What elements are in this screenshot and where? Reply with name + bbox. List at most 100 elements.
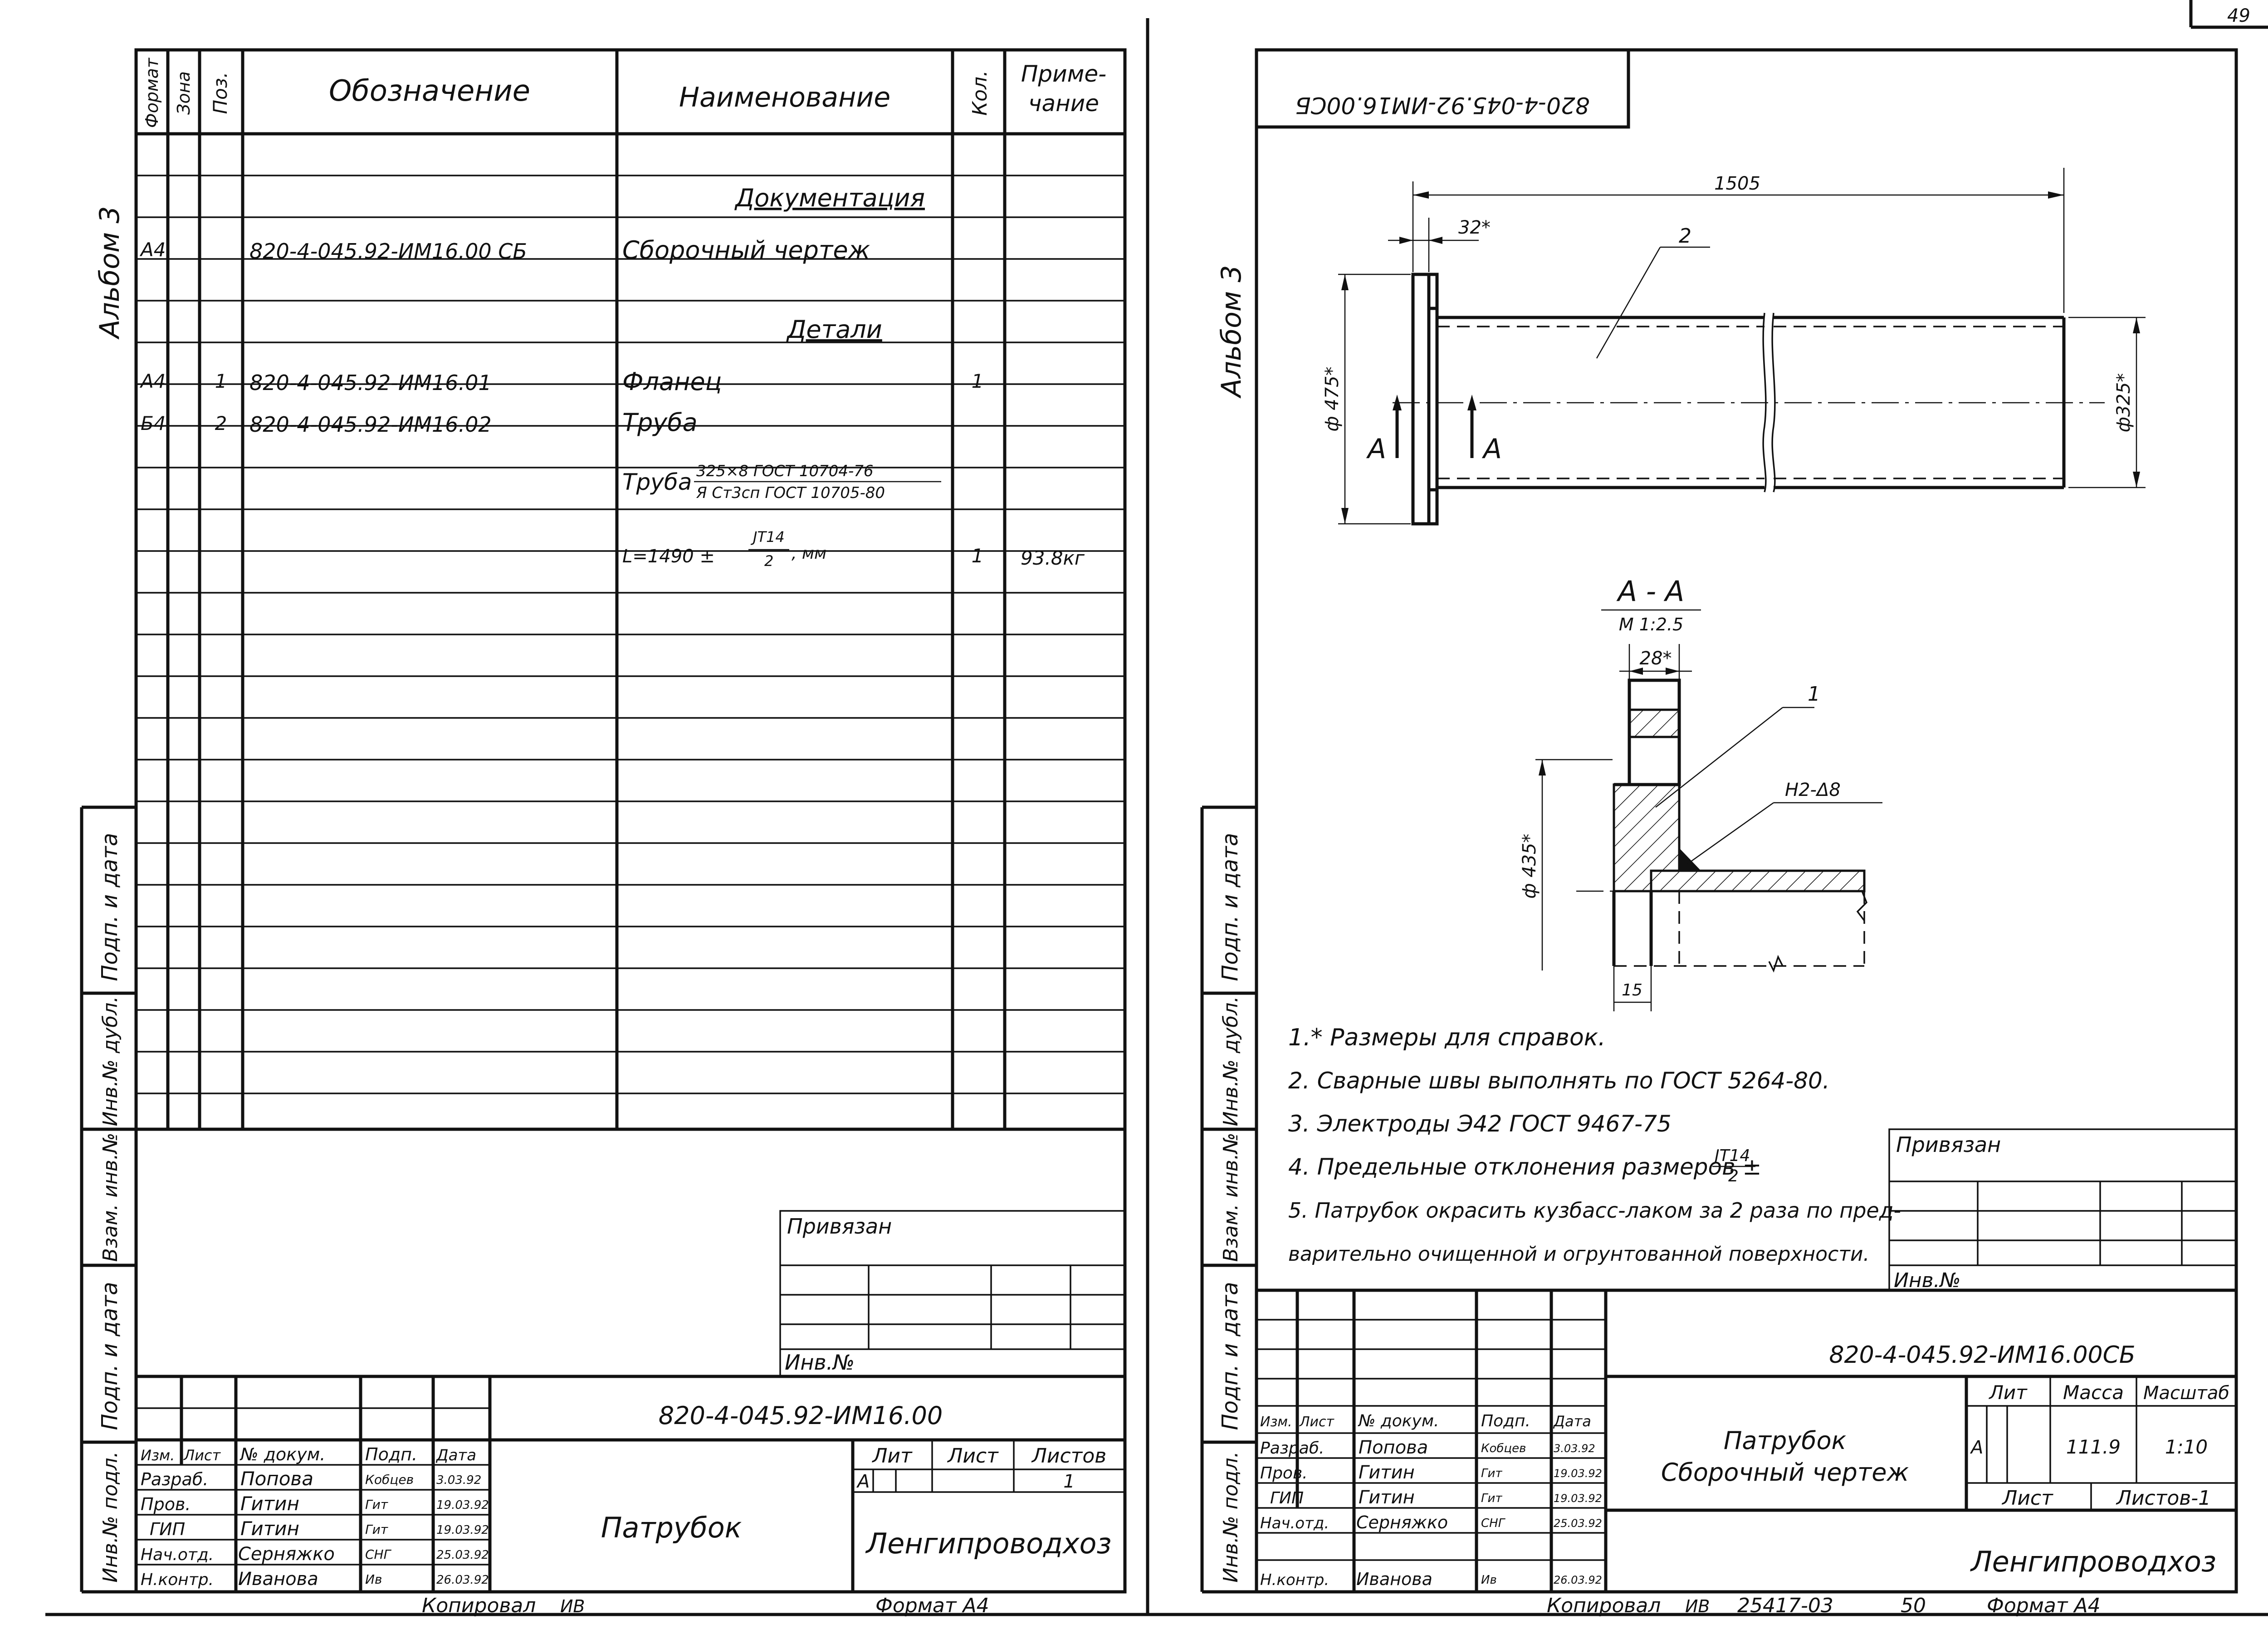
hdr-qty: Кол. <box>968 70 992 116</box>
hdr-designation: Обозначение <box>329 74 530 108</box>
right-tb-role-4: Нач.отд. <box>1260 1514 1329 1532</box>
right-tb-role-1: Разраб. <box>1260 1439 1324 1458</box>
dim-dia-flange: ф 475* <box>1322 366 1343 431</box>
length-spec-note: 93.8кг <box>1021 547 1085 569</box>
left-tb-role-5: Н.контр. <box>141 1571 214 1589</box>
note-2: 2. Сварные швы выполнять по ГОСТ 5264-80… <box>1288 1068 1830 1094</box>
length-spec-unit: , мм <box>792 544 826 563</box>
right-tb-code: 820-4-045.92-ИМ16.00СБ <box>1829 1341 2135 1369</box>
length-spec-num: JT14 <box>750 528 785 546</box>
right-copied-code: 25417-03 <box>1737 1594 1833 1617</box>
section-mark-left: А <box>1366 433 1386 465</box>
note-5-cont: варительно очищенной и огрунтованной пов… <box>1288 1243 1870 1266</box>
main-view-dimensions <box>1338 168 2146 525</box>
row2-name: Фланец <box>622 367 722 396</box>
right-tb-name-3: Гитин <box>1359 1487 1415 1508</box>
row1-format: А4 <box>139 239 166 261</box>
row2-format: А4 <box>139 370 166 392</box>
right-tb-role-5: Н.контр. <box>1260 1571 1329 1589</box>
right-tb-role-3: ГИП <box>1270 1489 1304 1507</box>
right-album-label: Альбом 3 <box>1216 265 1247 399</box>
left-tb-role-1: Разраб. <box>141 1469 208 1489</box>
right-tb-sign-2: Гит <box>1481 1467 1502 1480</box>
row1-name: Сборочный чертеж <box>622 236 870 264</box>
hdr-note-2: чание <box>1028 90 1099 117</box>
row3-format: Б4 <box>141 412 166 434</box>
right-tb-mass-value: 111.9 <box>2066 1436 2121 1458</box>
right-stamp-vzam: Взам. инв.№ <box>1219 1133 1242 1262</box>
dim-dia-435: ф 435* <box>1519 834 1540 898</box>
pos-2-label: 2 <box>1679 224 1691 248</box>
left-tb-sign-1: Кобцев <box>365 1472 414 1487</box>
row1-designation: 820-4-045.92-ИМ16.00 СБ <box>249 239 527 263</box>
right-tb-head-date: Дата <box>1553 1413 1591 1430</box>
left-tb-lit-value: А <box>856 1471 870 1492</box>
right-title-block <box>1256 1288 2236 1592</box>
left-tb-listov-label: Листов <box>1031 1444 1106 1468</box>
length-spec-text: L=1490 ± <box>622 546 715 567</box>
section-details: Детали <box>786 315 882 344</box>
section-documentation: Документация <box>734 184 925 212</box>
right-privyazan: Привязан <box>1896 1132 2001 1157</box>
note-4: 4. Предельные отклонения размеров ± <box>1288 1154 1761 1180</box>
row2-qty: 1 <box>972 370 984 392</box>
dim-flange-thk: 32* <box>1458 217 1491 238</box>
pipe-spec-numerator: 325×8 ГОСТ 10704-76 <box>696 462 874 480</box>
right-tb-role-2: Пров. <box>1260 1464 1308 1483</box>
left-frame <box>134 48 1127 1594</box>
right-tb-scale-label: Масштаб <box>2143 1383 2229 1404</box>
right-copied-sheet: 50 <box>1901 1594 1926 1617</box>
weld-label: Н2-Δ8 <box>1785 780 1841 800</box>
left-tb-date-5: 26.03.92 <box>436 1573 489 1587</box>
dim-dia-pipe: ф325* <box>2113 373 2134 433</box>
length-spec-den: 2 <box>764 552 773 570</box>
left-tb-name-4: Серняжко <box>238 1544 335 1565</box>
right-tb-lit-value: А <box>1970 1437 1983 1458</box>
note-5: 5. Патрубок окрасить кузбасс-лаком за 2 … <box>1288 1198 1901 1223</box>
right-tb-scale-value: 1:10 <box>2165 1436 2208 1458</box>
left-tb-sign-4: СНГ <box>365 1547 392 1562</box>
right-tb-name-4: Серняжко <box>1356 1512 1448 1532</box>
left-tb-role-4: Нач.отд. <box>141 1546 214 1564</box>
left-tb-org: Ленгипроводхоз <box>865 1527 1112 1560</box>
right-tb-date-4: 25.03.92 <box>1554 1517 1602 1530</box>
left-tb-listov-value: 1 <box>1063 1471 1075 1492</box>
left-tb-date-2: 19.03.92 <box>436 1498 489 1512</box>
left-tb-lit-label: Лит <box>871 1444 913 1468</box>
pipe-spec-denominator: Я Ст3сп ГОСТ 10705-80 <box>696 484 885 502</box>
right-tb-mass-label: Масса <box>2063 1381 2124 1404</box>
right-tb-head-doc: № докум. <box>1358 1412 1439 1430</box>
note-4-den: 2 <box>1728 1167 1739 1185</box>
right-copied: Копировал <box>1547 1594 1661 1617</box>
row3-designation: 820-4-045.92-ИМ16.02 <box>249 412 492 437</box>
left-inv-no: Инв.№ <box>785 1350 855 1375</box>
hdr-zone: Зона <box>174 71 194 115</box>
right-tb-head-list: Лист <box>1299 1414 1335 1430</box>
left-tb-name-2: Гитин <box>240 1493 299 1515</box>
left-format: Формат А4 <box>875 1594 989 1617</box>
left-stamp-podp-2: Подп. и дата <box>97 1282 122 1430</box>
left-tb-date-3: 19.03.92 <box>436 1523 489 1537</box>
left-tb-code: 820-4-045.92-ИМ16.00 <box>659 1401 943 1430</box>
right-stamp-inv: Инв.№ подл. <box>1219 1451 1242 1583</box>
right-tb-lit-label: Лит <box>1988 1381 2028 1404</box>
hdr-note-1: Приме- <box>1021 61 1106 87</box>
pipe-main-view <box>1393 273 2105 526</box>
right-tb-date-2: 19.03.92 <box>1554 1467 1602 1480</box>
page-number: 49 <box>2227 5 2250 26</box>
pos-1-label: 1 <box>1808 683 1820 706</box>
right-stamp-code-box <box>1255 48 1630 129</box>
hdr-format: Формат <box>142 57 162 128</box>
left-stamp-vzam: Взам. инв.№ <box>99 1133 122 1262</box>
left-tb-head-list: Лист <box>183 1447 221 1464</box>
left-tb-name-3: Гитин <box>240 1517 299 1540</box>
left-stamp-inv: Инв.№ подл. <box>99 1451 122 1583</box>
right-format: Формат А4 <box>1987 1594 2101 1617</box>
left-tb-role-3: ГИП <box>150 1519 185 1539</box>
right-sheet: Подп. и дата Инв.№ дубл. Взам. инв.№ Под… <box>1200 48 2238 1617</box>
left-tb-role-2: Пров. <box>141 1494 191 1514</box>
right-tb-sign-3: Гит <box>1481 1492 1502 1505</box>
right-tb-sign-1: Кобцев <box>1481 1442 1526 1455</box>
right-copied-by: ИВ <box>1685 1596 1710 1616</box>
right-tb-title-1: Патрубок <box>1724 1426 1847 1455</box>
